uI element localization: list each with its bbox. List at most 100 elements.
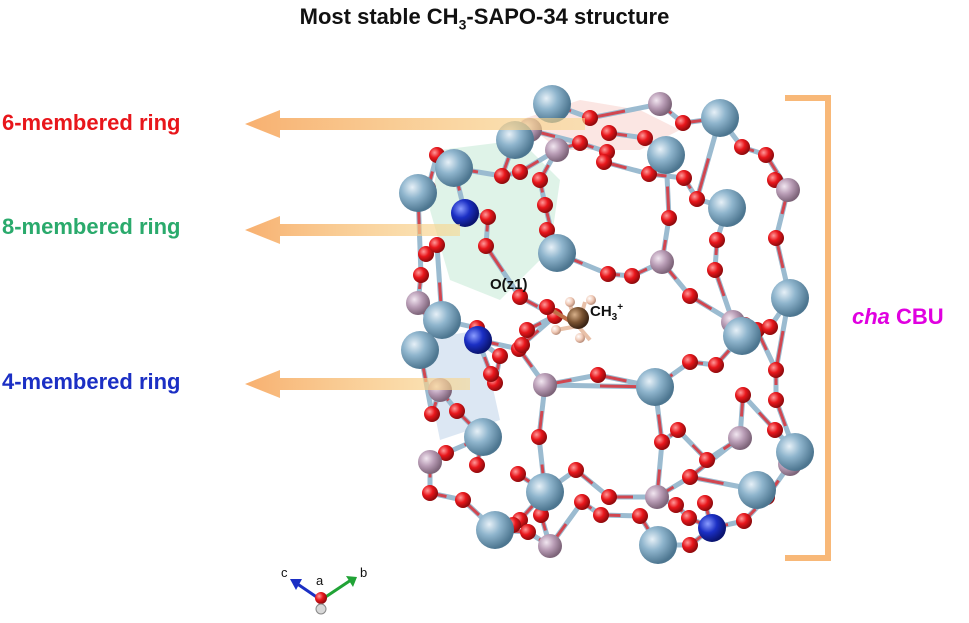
- label-oz1: O(z1): [490, 276, 528, 293]
- oxygen-atom: [708, 357, 724, 373]
- oxygen-atom: [429, 237, 445, 253]
- oxygen-atom: [478, 238, 494, 254]
- oxygen-atom: [601, 125, 617, 141]
- aluminum-atom: [708, 189, 746, 227]
- oxygen-atom: [697, 495, 713, 511]
- oxygen-atom: [512, 289, 528, 305]
- aluminum-atom: [538, 234, 576, 272]
- oxygen-atom: [483, 366, 499, 382]
- axis-c-head: [290, 579, 302, 590]
- aluminum-atom: [401, 331, 439, 369]
- methyl-carbon-atom: [567, 307, 589, 329]
- phosphorus-atom: [728, 426, 752, 450]
- aluminum-atom: [464, 418, 502, 456]
- phosphorus-atom: [545, 138, 569, 162]
- oxygen-atom: [758, 147, 774, 163]
- aluminum-atom: [723, 317, 761, 355]
- axis-b-head: [346, 576, 357, 587]
- oxygen-atom: [637, 130, 653, 146]
- oxygen-atom: [480, 209, 496, 225]
- oxygen-atom: [735, 387, 751, 403]
- cbu-bracket: [785, 95, 831, 561]
- label-6-membered-ring: 6-membered ring: [2, 110, 181, 135]
- phosphorus-atom: [650, 250, 674, 274]
- aluminum-atom: [701, 99, 739, 137]
- aluminum-atom: [533, 85, 571, 123]
- oxygen-atom: [676, 170, 692, 186]
- oxygen-atom: [593, 507, 609, 523]
- oxygen-atom: [494, 168, 510, 184]
- oxygen-atom: [510, 466, 526, 482]
- phosphorus-atom: [645, 485, 669, 509]
- axis-c-label: c: [281, 565, 288, 580]
- aluminum-atom: [423, 301, 461, 339]
- oxygen-atom: [413, 267, 429, 283]
- oxygen-atom: [641, 166, 657, 182]
- oz1-oxygen-atom: [539, 299, 555, 315]
- oxygen-atom: [469, 457, 485, 473]
- oxygen-atom: [682, 288, 698, 304]
- arrow-4-ring: [245, 370, 470, 398]
- oxygen-atom: [682, 354, 698, 370]
- aluminum-atom: [771, 279, 809, 317]
- aluminum-atom: [476, 511, 514, 549]
- aluminum-atom: [639, 526, 677, 564]
- oxygen-atom: [709, 232, 725, 248]
- aluminum-atom: [435, 149, 473, 187]
- phosphorus-atom: [538, 534, 562, 558]
- oxygen-atom: [596, 154, 612, 170]
- oxygen-atom: [681, 510, 697, 526]
- aluminum-atom: [647, 136, 685, 174]
- oxygen-atom: [624, 268, 640, 284]
- oxygen-atom: [762, 319, 778, 335]
- oxygen-atom: [572, 135, 588, 151]
- aluminum-atom: [636, 368, 674, 406]
- oxygen-atom: [532, 172, 548, 188]
- phosphorus-atom: [776, 178, 800, 202]
- methyl-hydrogen-atom: [551, 325, 561, 335]
- label-8-membered-ring: 8-membered ring: [2, 214, 181, 239]
- oxygen-atom: [768, 392, 784, 408]
- oxygen-atom: [539, 222, 555, 238]
- oxygen-atom: [654, 434, 670, 450]
- ring-arrows: [245, 110, 585, 398]
- oxygen-atom: [449, 403, 465, 419]
- oxygen-atom: [418, 246, 434, 262]
- oxygen-atom: [438, 445, 454, 461]
- label-ch3: CH3+: [590, 302, 624, 323]
- oxygen-atom: [520, 524, 536, 540]
- oxygen-atom: [670, 422, 686, 438]
- aluminum-atom: [526, 473, 564, 511]
- oxygen-atom: [519, 322, 535, 338]
- oxygen-atom: [734, 139, 750, 155]
- axis-a-dot: [315, 592, 327, 604]
- oxygen-atom: [590, 367, 606, 383]
- oxygen-atom: [689, 191, 705, 207]
- phosphorus-atom: [648, 92, 672, 116]
- aluminum-atom: [399, 174, 437, 212]
- aluminum-atom: [738, 471, 776, 509]
- axis-triad: [290, 576, 357, 615]
- oxygen-atom: [537, 197, 553, 213]
- oxygen-atom: [668, 497, 684, 513]
- atoms-group: [399, 85, 814, 564]
- arrow-6-ring: [245, 110, 585, 138]
- oxygen-atom: [736, 513, 752, 529]
- label-4-membered-ring: 4-membered ring: [2, 369, 181, 394]
- oxygen-atom: [632, 508, 648, 524]
- axis-origin: [315, 603, 327, 615]
- oxygen-atom: [600, 266, 616, 282]
- oxygen-atom: [582, 110, 598, 126]
- oxygen-atom: [601, 489, 617, 505]
- oxygen-atom: [699, 452, 715, 468]
- silicon-atom: [451, 199, 479, 227]
- axis-a-label: a: [316, 573, 324, 588]
- oxygen-atom: [424, 406, 440, 422]
- phosphorus-atom: [533, 373, 557, 397]
- methyl-hydrogen-atom: [565, 297, 575, 307]
- oxygen-atom: [514, 337, 530, 353]
- phosphorus-atom: [418, 450, 442, 474]
- oxygen-atom: [707, 262, 723, 278]
- methyl-hydrogen-atom: [575, 333, 585, 343]
